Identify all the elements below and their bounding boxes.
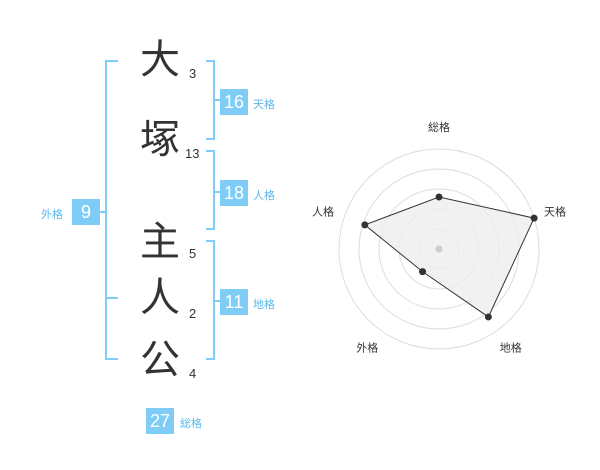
radar-point-5 <box>361 221 369 229</box>
radar-axis-label-1: 総格 <box>428 120 450 134</box>
radar-axis-label-4: 外格 <box>356 341 378 355</box>
jinkaku-bracket <box>206 150 215 230</box>
stroke-count-2: 13 <box>185 146 200 161</box>
gaikaku-label: 外格 <box>41 208 63 221</box>
stroke-count-5: 4 <box>189 366 197 381</box>
name-char-4: 人 <box>140 275 180 321</box>
stroke-count-4: 2 <box>189 306 197 321</box>
radar-point-3 <box>484 313 492 321</box>
stroke-count-1: 3 <box>189 66 197 81</box>
radar-ring-5 <box>338 148 540 350</box>
chikaku-badge: 11 <box>220 289 248 315</box>
radar-point-2 <box>530 214 538 222</box>
tenkaku-badge: 16 <box>220 89 248 115</box>
name-char-5: 公 <box>140 337 180 383</box>
radar-polygon <box>363 196 535 318</box>
stroke-count-3: 5 <box>189 246 197 261</box>
name-char-2: 塚 <box>140 117 180 163</box>
jinkaku-badge: 18 <box>220 180 248 206</box>
radar-axis-label-5: 人格 <box>312 204 334 218</box>
radar-axis-label-2: 天格 <box>544 204 566 218</box>
gaikaku-badge: 9 <box>72 199 100 225</box>
name-char-1: 大 <box>140 37 180 83</box>
gaikaku-bracket <box>105 60 118 360</box>
chikaku-label: 地格 <box>253 298 275 311</box>
radar-point-4 <box>419 268 427 276</box>
radar-center-dot <box>435 245 443 253</box>
jinkaku-label: 人格 <box>253 189 275 202</box>
radar-point-1 <box>435 193 443 201</box>
tenkaku-label: 天格 <box>253 98 275 111</box>
soukaku-label: 総格 <box>180 417 202 430</box>
soukaku-badge: 27 <box>146 408 174 434</box>
name-char-3: 主 <box>140 219 180 265</box>
radar-axis-label-3: 地格 <box>500 341 522 355</box>
